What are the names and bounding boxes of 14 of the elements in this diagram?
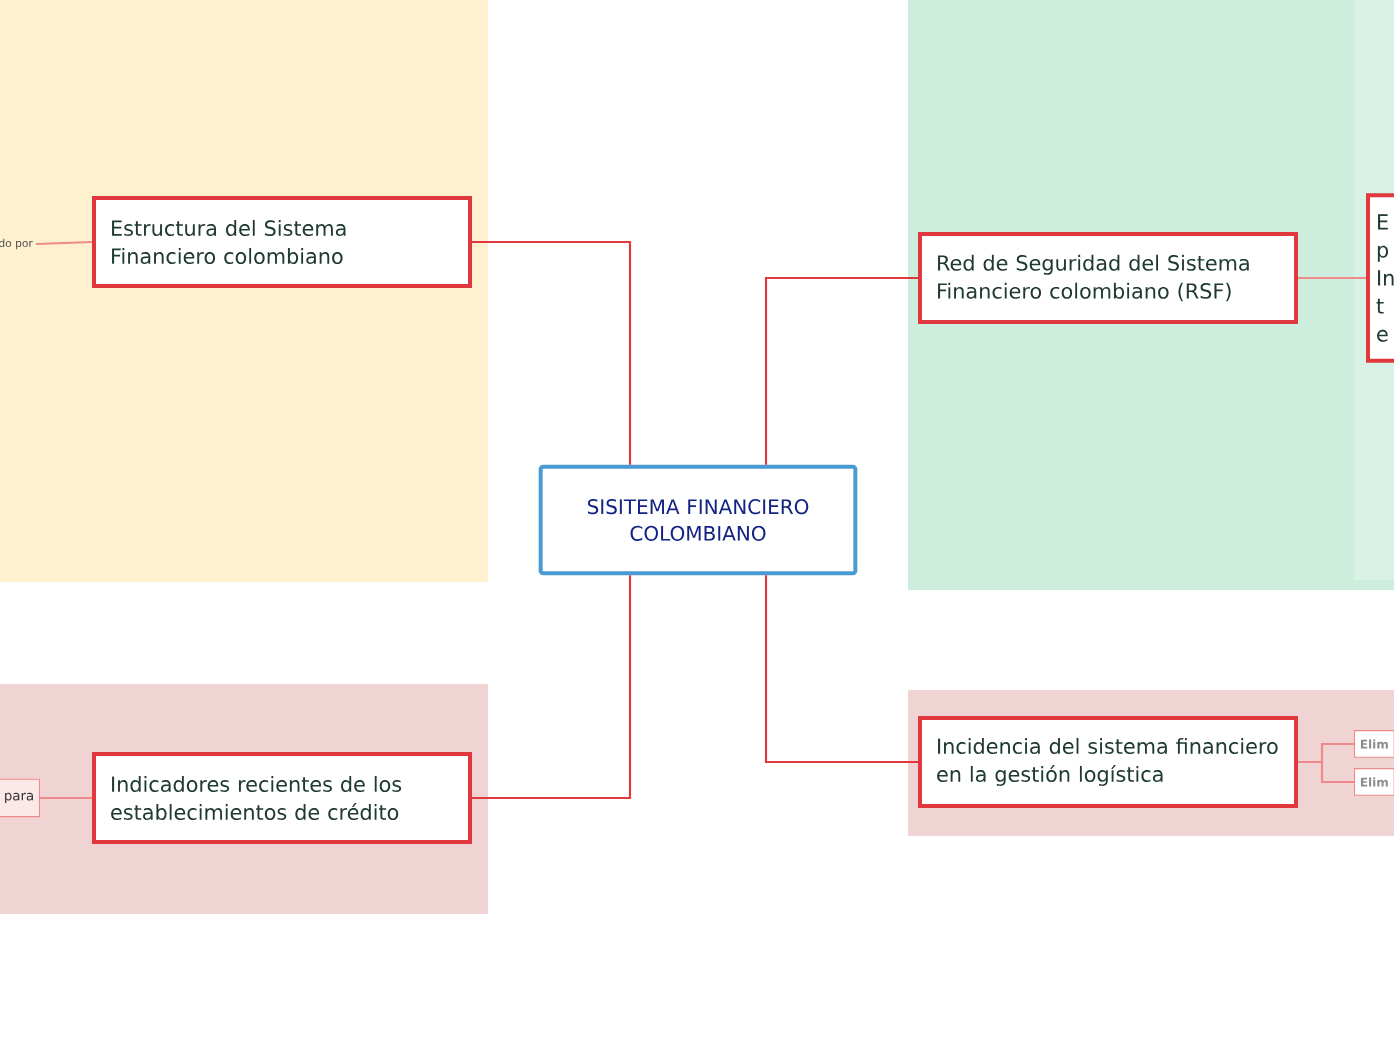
topic-box: Red de Seguridad del Sistema Financiero colombiano (RSF) xyxy=(918,232,1298,324)
topic-box: Incidencia del sistema financiero en la gestión logística xyxy=(918,716,1298,808)
subtopic-box: E p In t e xyxy=(1366,193,1394,363)
connector-line xyxy=(764,276,918,465)
connector-line xyxy=(35,240,93,246)
connector-line xyxy=(472,575,632,800)
connector-line xyxy=(1298,276,1366,280)
central-topic-box: SISITEMA FINANCIERO COLOMBIANO xyxy=(538,464,858,576)
topic-box: Estructura del Sistema Financiero colombiano xyxy=(92,196,472,288)
topic-box: Indicadores recientes de los establecimientos de crédito xyxy=(92,752,472,844)
connector-line xyxy=(1298,760,1354,784)
connector-line xyxy=(472,240,632,465)
connector-line xyxy=(40,796,92,800)
connector-line xyxy=(764,575,918,764)
